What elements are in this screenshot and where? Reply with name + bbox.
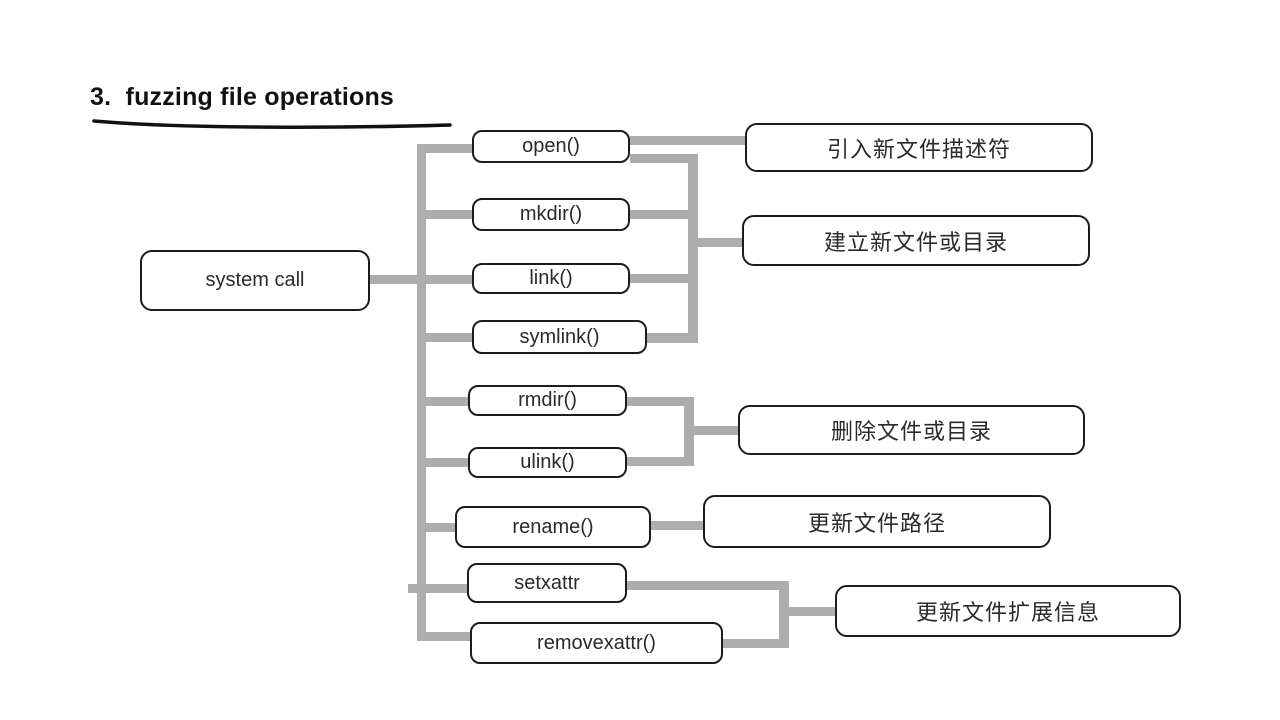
node-result-update-xattr-label: 更新文件扩展信息: [915, 600, 1100, 625]
node-result-delete: 删除文件或目录: [738, 405, 1085, 455]
node-rename-label: rename(): [512, 515, 594, 538]
node-setxattr: setxattr: [467, 563, 627, 603]
connector-ulink-left: [417, 458, 468, 467]
node-symlink-label: symlink(): [519, 325, 600, 348]
node-mkdir: mkdir(): [472, 198, 630, 231]
connector-create-trunk: [688, 154, 698, 342]
node-result-new-fd-label: 引入新文件描述符: [826, 136, 1011, 162]
node-rmdir-label: rmdir(): [518, 389, 577, 411]
node-rename: rename(): [455, 506, 651, 548]
connector-removexattr-left: [417, 632, 472, 641]
node-removexattr-label: removexattr(): [537, 631, 656, 654]
node-open-label: open(): [522, 135, 580, 157]
node-rmdir: rmdir(): [468, 385, 627, 416]
node-result-new-fd: 引入新文件描述符: [745, 123, 1093, 172]
connector-mkdir-right: [630, 210, 688, 219]
connector-to-delete-box: [694, 426, 738, 435]
node-result-update-path-label: 更新文件路径: [807, 510, 946, 536]
node-link-label: link(): [529, 267, 573, 289]
node-symlink: symlink(): [472, 320, 647, 354]
connector-rename-left: [417, 523, 455, 532]
connector-open-elbow: [630, 154, 698, 163]
connector-rmdir-left: [417, 397, 468, 406]
title-underline: [92, 119, 452, 129]
connector-to-xattr-box: [789, 607, 835, 616]
node-link: link(): [472, 263, 630, 294]
node-removexattr: removexattr(): [470, 622, 723, 664]
node-result-create: 建立新文件或目录: [742, 215, 1090, 266]
connector-link-right: [630, 274, 688, 283]
node-ulink-label: ulink(): [520, 451, 575, 473]
connector-open-to-newfd: [630, 136, 745, 145]
node-mkdir-label: mkdir(): [519, 203, 583, 225]
connector-symlink-left: [417, 333, 472, 342]
connector-setxattr-right: [627, 581, 783, 590]
node-open: open(): [472, 130, 630, 163]
connector-setxattr-left: [408, 584, 467, 593]
connector-rename-right: [651, 521, 703, 530]
connector-to-create-box: [698, 238, 742, 247]
node-system-call: system call: [140, 250, 370, 311]
connector-rmdir-right: [627, 397, 688, 406]
node-setxattr-label: setxattr: [514, 571, 580, 594]
node-result-delete-label: 删除文件或目录: [830, 419, 992, 444]
connector-removexattr-right: [722, 639, 779, 648]
connector-symlink-right: [647, 333, 698, 343]
node-result-update-xattr: 更新文件扩展信息: [835, 585, 1181, 637]
page-title: 3. fuzzing file operations: [90, 83, 395, 111]
connector-systemcall: [370, 275, 472, 284]
connector-ulink-right: [627, 457, 684, 466]
node-result-create-label: 建立新文件或目录: [823, 229, 1008, 255]
connector-open-left: [417, 144, 472, 153]
connector-xattr-trunk: [779, 581, 789, 648]
connector-delete-trunk: [684, 397, 694, 466]
connector-mkdir-left: [417, 210, 472, 219]
node-system-call-label: system call: [205, 269, 305, 291]
node-ulink: ulink(): [468, 447, 627, 478]
node-result-update-path: 更新文件路径: [703, 495, 1051, 548]
connector-left-trunk: [417, 144, 426, 641]
